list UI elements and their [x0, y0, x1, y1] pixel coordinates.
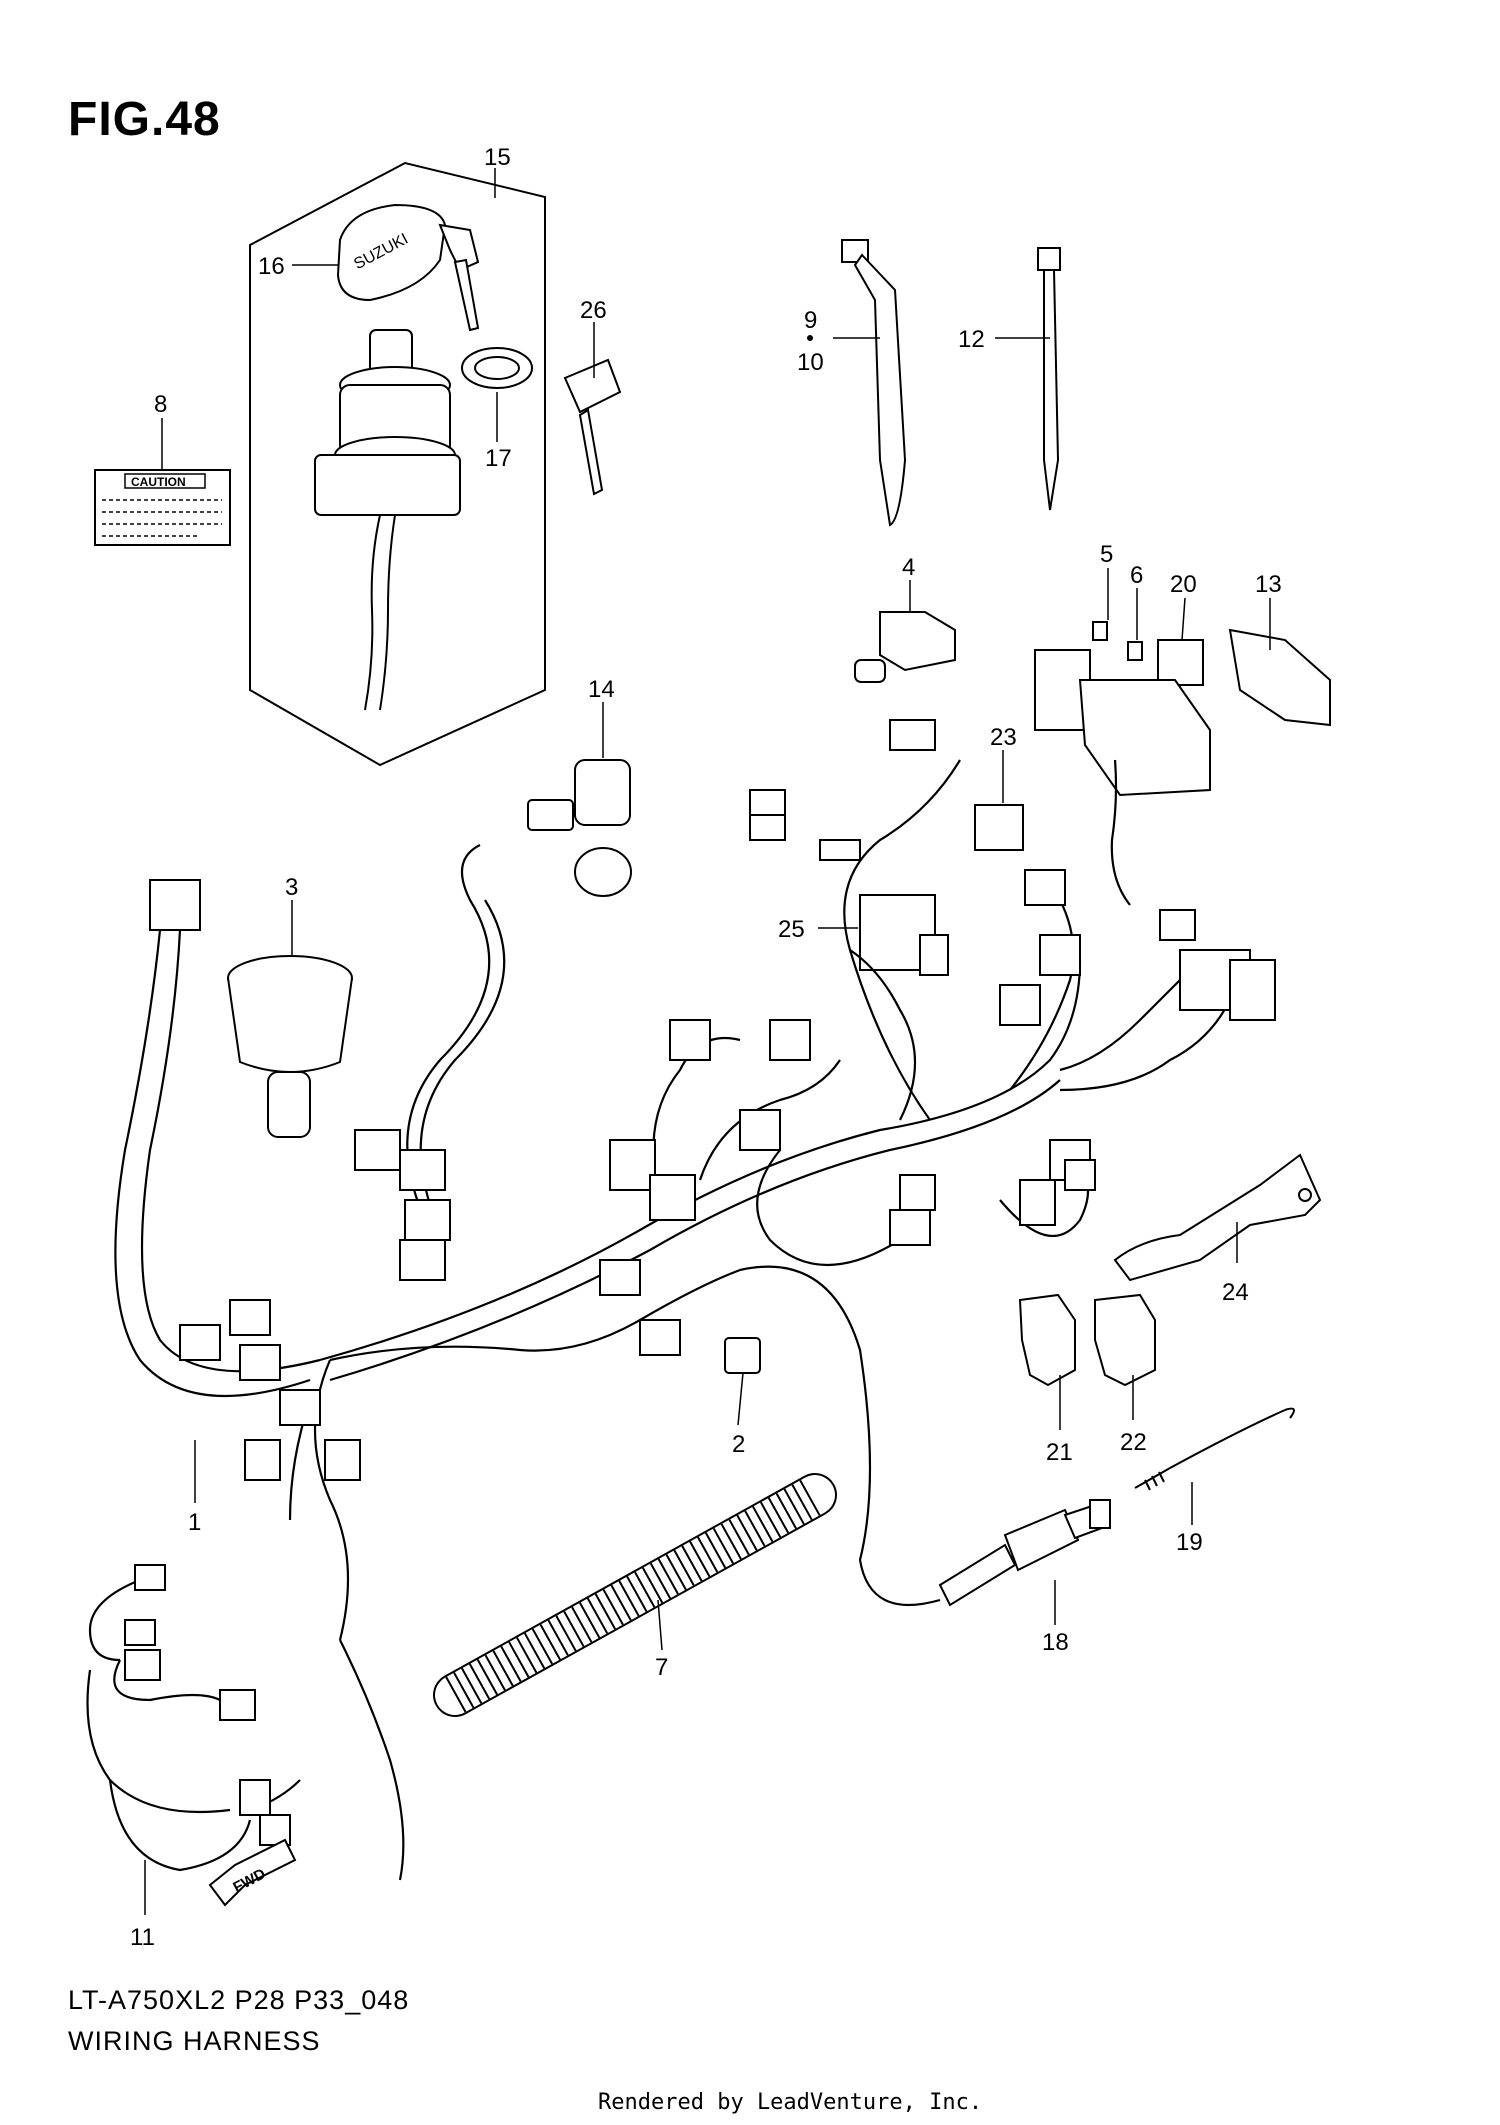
callout-9-11-dot	[807, 335, 813, 341]
boot-part-22	[1094, 1293, 1156, 1387]
forward-direction-arrow: FWD	[208, 1838, 297, 1907]
spring-part	[1134, 1407, 1295, 1491]
callout-11: 10	[797, 349, 824, 376]
callout-14: 14	[588, 676, 615, 703]
connector-part-23	[974, 804, 1024, 851]
callout-17: 17	[485, 445, 512, 472]
fuse-part-6	[1127, 641, 1143, 661]
relay-part-25	[859, 894, 949, 976]
render-credit: Rendered by LeadVenture, Inc.	[598, 2090, 983, 2115]
key-cover-part: SUZUKI	[336, 203, 480, 332]
nut-ring-part	[461, 347, 533, 389]
spare-key-part	[563, 358, 622, 496]
callout-16: 16	[258, 253, 285, 280]
callout-5: 5	[1100, 541, 1113, 568]
cable-tie-part-a	[841, 239, 907, 527]
callout-25: 25	[778, 916, 805, 943]
main-wiring-harness	[114, 719, 1276, 1881]
callout-2: 2	[732, 1431, 745, 1458]
callout-10: 12	[958, 326, 985, 353]
bracket-part-24	[1113, 1153, 1322, 1282]
boot-part-21	[1018, 1293, 1076, 1387]
callout-15: 15	[484, 144, 511, 171]
relay-bracket-part	[1228, 628, 1331, 727]
callout-8: 8	[154, 391, 167, 418]
oxygen-sensor-part	[938, 1499, 1111, 1607]
callout-leader-lines	[144, 168, 1271, 1915]
grommet-part	[227, 955, 353, 1138]
callout-22: 22	[1120, 1429, 1147, 1456]
fuse-part-5	[1092, 621, 1108, 641]
callout-24: 24	[1222, 1279, 1249, 1306]
model-code: LT-A750XL2 P28 P33_048	[68, 1985, 410, 2015]
callout-20: 20	[1170, 571, 1197, 598]
callout-3: 3	[285, 874, 298, 901]
cap-part	[854, 611, 956, 683]
callout-26: 26	[580, 297, 607, 324]
callout-19: 19	[1176, 1529, 1203, 1556]
callout-7: 7	[655, 1654, 668, 1681]
caution-label-part: CAUTION	[94, 469, 231, 546]
callout-9: 9	[804, 307, 817, 334]
relay-part	[1157, 639, 1204, 686]
callout-12: 11	[130, 1924, 155, 1951]
diagram-name: WIRING HARNESS	[68, 2026, 321, 2056]
corrugated-tube-part	[433, 1473, 837, 1717]
ignition-switch-part	[314, 329, 461, 711]
callout-23: 23	[990, 724, 1017, 751]
callout-6: 6	[1130, 562, 1143, 589]
ignition-switch-kit-box	[249, 161, 546, 767]
sub-wiring-harness	[86, 1564, 301, 1872]
callout-13: 13	[1255, 571, 1282, 598]
callout-18: 18	[1042, 1629, 1069, 1656]
accessory-socket-part	[527, 759, 632, 897]
caution-label-text: CAUTION	[131, 475, 186, 489]
cap-part-2	[724, 1337, 761, 1374]
callout-4: 4	[902, 554, 915, 581]
figure-title-overlay: FIG.48	[68, 93, 221, 146]
cable-tie-part-b	[1037, 247, 1061, 511]
callout-1: 1	[188, 1509, 201, 1536]
fuse-box-part	[1034, 649, 1211, 906]
callout-21: 21	[1046, 1439, 1073, 1466]
